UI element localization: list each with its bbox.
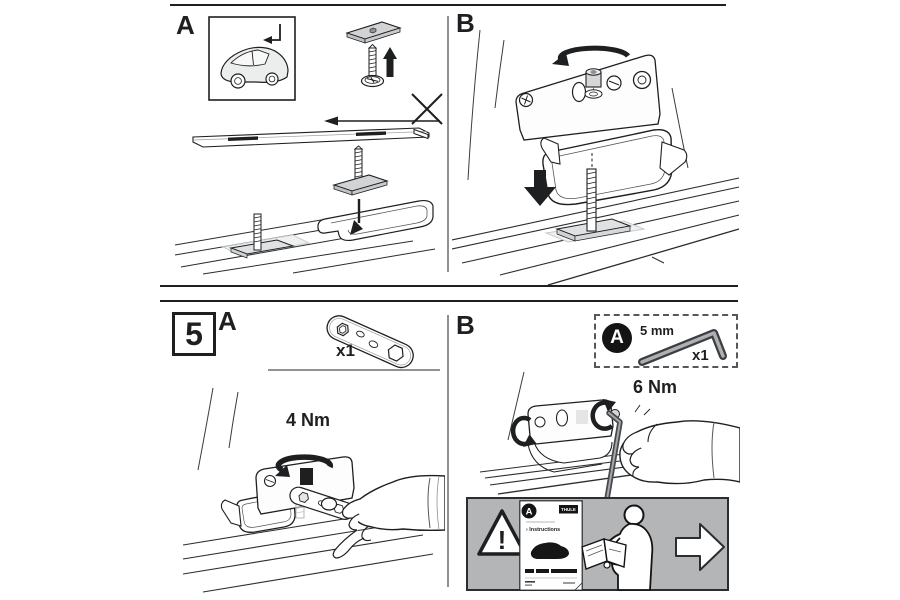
vehicle-box — [208, 16, 296, 101]
screw — [360, 43, 385, 88]
roof-position-arrow-icon — [263, 24, 281, 44]
screw — [253, 213, 262, 251]
instruction-leaflet: A THULE ›Instructions — [519, 500, 583, 591]
section-divider-line-1 — [160, 285, 738, 287]
bottom-panel-a-label: A — [218, 306, 237, 336]
car-icon — [220, 46, 289, 89]
plate-screw-diagram — [345, 21, 402, 88]
tool-quantity-label: x1 — [692, 347, 709, 364]
leaflet-title: ›Instructions — [526, 527, 560, 533]
screw — [586, 168, 597, 232]
top-rule — [170, 4, 726, 6]
tool-size-label: 5 mm — [640, 323, 674, 338]
cross-icon — [411, 93, 443, 125]
warning-triangle-icon: ! — [477, 509, 527, 556]
rail-strip-diagram — [192, 127, 430, 148]
plate-screw-diagram-2 — [332, 145, 389, 196]
plate-quantity-label: x1 — [336, 341, 355, 360]
reader-figure — [581, 504, 654, 591]
car-silhouette-icon — [530, 542, 569, 559]
proceed-arrow-icon — [675, 523, 725, 571]
up-arrow-icon — [383, 47, 397, 77]
top-panel-b-label: B — [456, 8, 475, 38]
rail-screw-diagram — [452, 153, 740, 286]
torque-label-b: 6 Nm — [633, 377, 678, 397]
section-divider-line-2 — [160, 300, 738, 302]
leaflet-brand: THULE — [561, 507, 576, 512]
hex-key — [604, 410, 623, 502]
panel-divider-top — [447, 16, 449, 272]
tool-box: A 5 mm x1 — [594, 314, 738, 368]
down-arrow-icon — [524, 170, 556, 206]
rotation-arrow-icon — [275, 454, 334, 477]
bend-arrow-icon — [350, 199, 363, 235]
torque-label-a: 4 Nm — [286, 410, 331, 430]
rotation-arrow-icon — [590, 399, 616, 431]
roof-channel-diagram — [174, 199, 436, 275]
barrel-nut — [585, 68, 602, 88]
hex-key-icon — [638, 329, 727, 366]
leaflet-badge: A — [526, 507, 533, 518]
warning-mark: ! — [498, 525, 507, 555]
rotation-arrow-icon — [510, 415, 536, 447]
tool-badge: A — [602, 323, 632, 353]
hex-tighten-diagram — [479, 371, 740, 502]
torque-plate-diagram — [326, 315, 414, 369]
notice-panel: ! A THULE ›Instructions — [466, 497, 729, 591]
foot-assembly-diagram — [467, 29, 689, 206]
bottom-panel-b-label: B — [456, 310, 475, 340]
step-number: 5 — [185, 316, 203, 352]
top-panel-a-label: A — [176, 10, 195, 40]
plate-underline — [268, 369, 440, 371]
hand-tighten-diagram — [183, 387, 445, 593]
panel-divider-bottom — [447, 315, 449, 587]
rotation-arrow-icon — [552, 45, 631, 66]
step-number-box: 5 — [172, 312, 216, 356]
left-arrow-icon — [324, 116, 440, 126]
